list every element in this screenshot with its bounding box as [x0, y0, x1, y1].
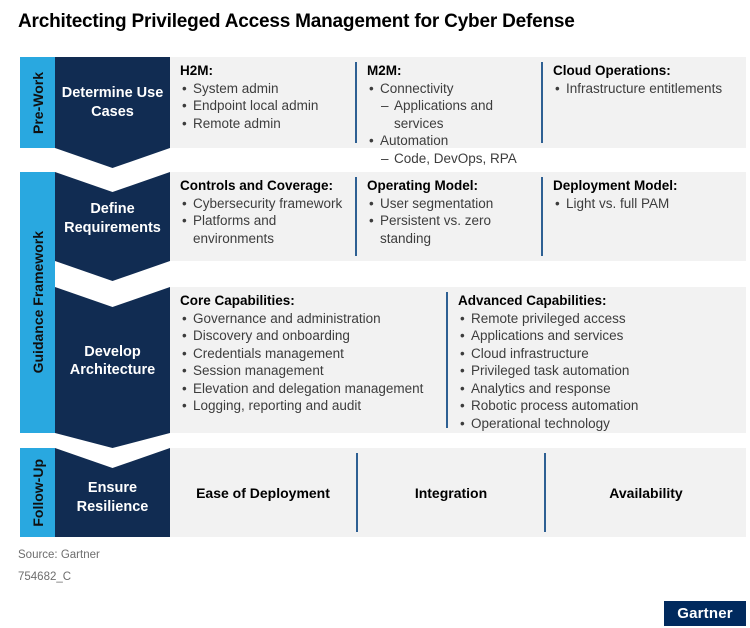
gartner-logo: Gartner [664, 601, 746, 626]
list-item: Robotic process automation [458, 397, 744, 415]
content-column-advanced-capabilities: Advanced Capabilities: Remote privileged… [448, 287, 746, 433]
column-heading: Deployment Model: [553, 178, 678, 193]
column-heading: Advanced Capabilities: [458, 293, 607, 308]
list-item: Operational technology [458, 415, 744, 433]
figure-title: Architecting Privileged Access Managemen… [18, 11, 575, 32]
list-item: Governance and administration [180, 310, 444, 328]
column-heading: Controls and Coverage: [180, 178, 334, 193]
list-item: Cloud infrastructure [458, 345, 744, 363]
list-item: Infrastructure entitlements [553, 80, 723, 98]
content-column-cloud-operations: Cloud Operations: Infrastructure entitle… [543, 57, 746, 148]
phase-label-follow-up: Follow-Up [29, 458, 46, 527]
list-item: Code, DevOps, RPA [367, 150, 539, 168]
column-heading: Core Capabilities: [180, 293, 295, 308]
column-divider [356, 453, 358, 532]
phase-label-pre-work: Pre-Work [29, 71, 46, 134]
resilience-item-availability: Availability [609, 484, 683, 501]
step-chevron-define-requirements: Define Requirements [55, 172, 170, 281]
step-chevron-ensure-resilience: Ensure Resilience [55, 448, 170, 537]
list-item: System admin [180, 80, 353, 98]
list-item: Remote privileged access [458, 310, 744, 328]
list-item: Analytics and response [458, 380, 744, 398]
column-divider [355, 62, 357, 143]
step-chevron-develop-architecture: Develop Architecture [55, 287, 170, 448]
list-item: Persistent vs. zero standing [367, 212, 537, 247]
step-label: Determine Use Cases [61, 85, 164, 120]
list-item: Cybersecurity framework [180, 195, 353, 213]
phase-strip-guidance-framework: Guidance Framework [20, 172, 55, 433]
content-panel-define-requirements: Controls and Coverage: Cybersecurity fra… [170, 172, 746, 261]
phase-strip-pre-work: Pre-Work [20, 57, 55, 148]
content-panel-determine-use-cases: H2M: System admin Endpoint local admin R… [170, 57, 746, 167]
column-heading: Operating Model: [367, 178, 478, 193]
resilience-item-ease-of-deployment: Ease of Deployment [196, 484, 330, 501]
content-panel-develop-architecture: Core Capabilities: Governance and admini… [170, 287, 746, 433]
column-divider [544, 453, 546, 532]
content-column-core-capabilities: Core Capabilities: Governance and admini… [170, 287, 446, 433]
content-panel-ensure-resilience: Ease of Deployment Integration Availabil… [170, 448, 746, 537]
column-divider [541, 177, 543, 256]
column-divider [355, 177, 357, 256]
list-item: Session management [180, 362, 444, 380]
list-item: Logging, reporting and audit [180, 397, 444, 415]
list-item: Elevation and delegation management [180, 380, 444, 398]
content-column-deployment-model: Deployment Model: Light vs. full PAM [543, 172, 746, 261]
column-heading: H2M: [180, 63, 213, 78]
list-item: Endpoint local admin [180, 97, 353, 115]
content-column-h2m: H2M: System admin Endpoint local admin R… [170, 57, 355, 148]
step-chevron-determine-use-cases: Determine Use Cases [55, 57, 170, 168]
list-item: Connectivity [367, 80, 539, 98]
phase-strip-follow-up: Follow-Up [20, 448, 55, 537]
list-item: User segmentation [367, 195, 539, 213]
list-item: Platforms and environments [180, 212, 353, 247]
content-column-m2m: M2M: Connectivity Applications and servi… [357, 57, 541, 167]
content-column-operating-model: Operating Model: User segmentation Persi… [357, 172, 541, 261]
list-item: Remote admin [180, 115, 353, 133]
step-label: Develop Architecture [69, 343, 156, 378]
column-divider [446, 292, 448, 428]
figure-code: 754682_C [18, 571, 72, 583]
column-divider [541, 62, 543, 143]
list-item: Applications and services [458, 327, 744, 345]
list-item: Credentials management [180, 345, 444, 363]
step-label: Ensure Resilience [76, 480, 149, 515]
source-label: Source: Gartner [18, 549, 100, 561]
phase-label-guidance-framework: Guidance Framework [29, 231, 46, 374]
content-column-controls-coverage: Controls and Coverage: Cybersecurity fra… [170, 172, 355, 261]
resilience-item-integration: Integration [414, 484, 488, 501]
step-label: Define Requirements [64, 201, 161, 236]
column-heading: Cloud Operations: [553, 63, 671, 78]
list-item: Applications and services [367, 97, 539, 132]
column-heading: M2M: [367, 63, 402, 78]
list-item: Discovery and onboarding [180, 327, 444, 345]
list-item: Light vs. full PAM [553, 195, 744, 213]
list-item: Privileged task automation [458, 362, 744, 380]
list-item: Automation [367, 132, 539, 150]
